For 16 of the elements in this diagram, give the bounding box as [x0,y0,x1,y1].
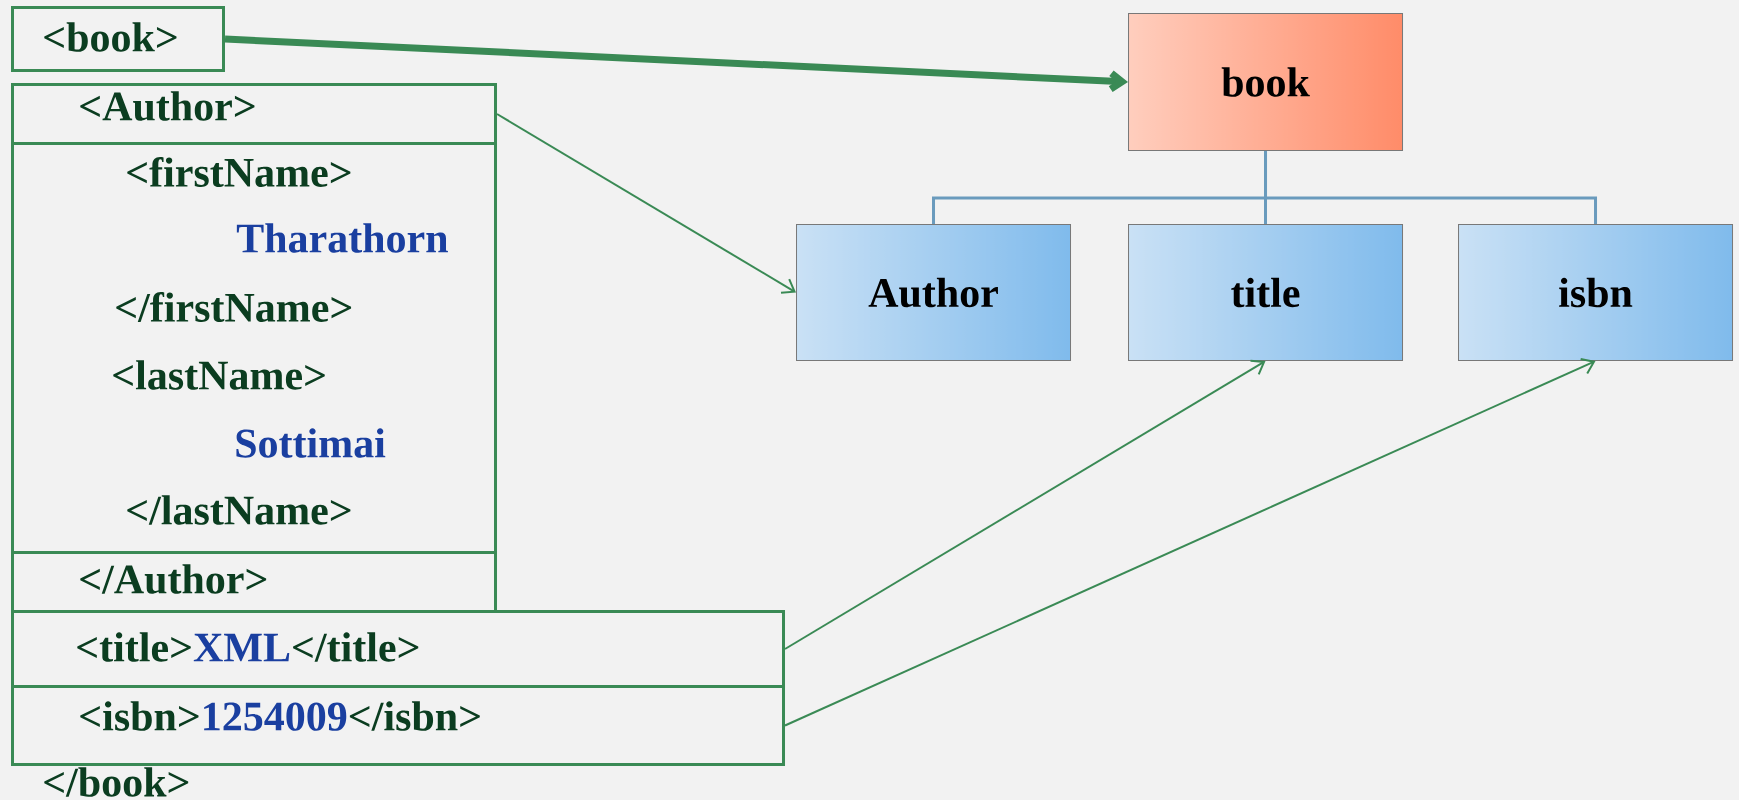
tree-line [1264,151,1597,224]
element-box: Author [796,224,1071,361]
element-box: title [1128,224,1403,361]
root-box: book [1128,13,1403,151]
arrow [784,359,1266,650]
element-box: isbn [1458,224,1734,361]
code-box: <firstName> Tharathorn </firstName> <lastName> Sottimai </lastName> [11,142,497,554]
code-text: </book> [44,767,189,797]
arrow [224,35,1128,93]
code-box: </Author> [11,551,497,613]
arrow [496,113,796,294]
code-box: <Author> [11,83,497,145]
code-box: <book> [11,6,225,72]
arrow [784,357,1596,727]
code-box: <isbn>1254009</isbn> [11,685,785,766]
code-box: <title>XML</title> [11,610,785,688]
